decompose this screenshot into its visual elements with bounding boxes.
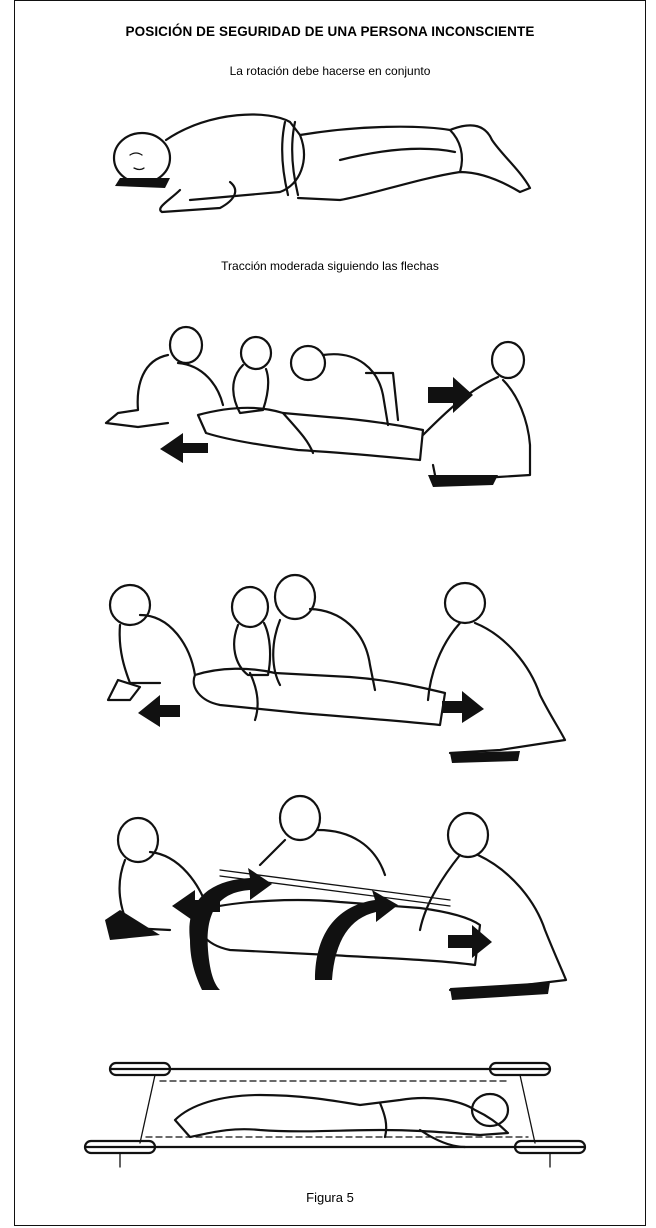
four-rescuers-traction-icon (98, 325, 548, 510)
person-on-stretcher-icon (80, 1055, 590, 1170)
page-title: POSICIÓN DE SEGURIDAD DE UNA PERSONA INC… (14, 24, 646, 39)
caption-rotation: La rotación debe hacerse en conjunto (14, 64, 646, 78)
caption-traction: Tracción moderada siguiendo las flechas (14, 259, 646, 273)
figure-label: Figura 5 (14, 1190, 646, 1205)
three-rescuers-rotation-icon (100, 790, 580, 1005)
person-lying-prone-icon (100, 100, 540, 215)
four-rescuers-lifting-icon (100, 575, 570, 775)
faded-artifact (200, 528, 480, 540)
